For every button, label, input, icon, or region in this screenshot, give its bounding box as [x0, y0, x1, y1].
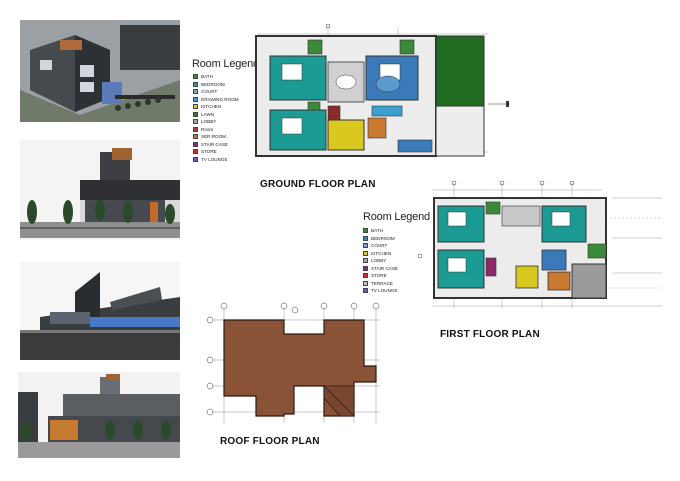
legend-item: STAIR CASE [363, 265, 398, 273]
ground-floor-plan [248, 22, 510, 162]
legend-swatch [193, 74, 198, 80]
legend-swatch [193, 81, 198, 87]
legend-swatch [193, 149, 198, 155]
legend-item: STAIR CASE [193, 141, 239, 149]
legend-swatch [363, 273, 368, 279]
legend-swatch [363, 250, 368, 256]
legend-item: STORE [193, 148, 239, 156]
ground-floor-legend-title: Room Legend [192, 58, 259, 70]
render-perspective-view [20, 262, 180, 360]
legend-label: KITCHEN [201, 104, 222, 109]
legend-swatch [363, 235, 368, 241]
legend-label: LAWN [201, 111, 215, 117]
legend-swatch [193, 119, 198, 125]
legend-label: LOBBY [201, 119, 217, 124]
ground-floor-caption: GROUND FLOOR PLAN [260, 179, 376, 190]
legend-swatch [193, 126, 198, 132]
render-street-view [18, 372, 180, 458]
legend-label: TERRACE [371, 280, 393, 286]
roof-floor-plan [200, 298, 390, 428]
legend-label: BEDROOM [201, 81, 225, 87]
legend-item: BATH [193, 73, 239, 81]
ground-floor-legend: BATH BEDROOM COURT DRAWING ROOM KITCHEN LAWN L… [193, 73, 239, 163]
legend-item: BATH [363, 227, 398, 235]
first-floor-caption: FIRST FLOOR PLAN [440, 329, 540, 340]
legend-item: STORE [363, 272, 398, 280]
legend-item: BEDROOM [363, 235, 398, 243]
legend-item: COURT [193, 88, 239, 96]
legend-swatch [193, 134, 198, 140]
legend-label: BATH [201, 74, 213, 79]
first-floor-plan [412, 178, 677, 316]
legend-swatch [363, 265, 368, 271]
legend-swatch [363, 228, 368, 234]
legend-label: BEDROOM [371, 235, 395, 241]
legend-swatch [193, 156, 198, 162]
legend-label: STORE [371, 273, 387, 278]
legend-swatch [363, 280, 368, 286]
legend-swatch [193, 96, 198, 102]
legend-item: KITCHEN [363, 250, 398, 258]
legend-label: KITCHEN [371, 250, 392, 256]
legend-swatch [363, 258, 368, 264]
legend-item: LOBBY [363, 257, 398, 265]
legend-label: LOBBY [371, 258, 387, 263]
legend-item: TV LOUNGE [363, 287, 398, 295]
legend-swatch [363, 243, 368, 249]
legend-label: STAIR CASE [201, 141, 228, 147]
render-front-view [20, 140, 180, 240]
legend-label: TV LOUNGE [201, 156, 228, 162]
legend-item: SER.ROOM [193, 133, 239, 141]
legend-swatch [193, 141, 198, 147]
legend-label: COURT [201, 89, 218, 94]
legend-swatch [363, 288, 368, 294]
legend-label: Room [201, 126, 214, 132]
legend-swatch [193, 111, 198, 117]
legend-swatch [193, 89, 198, 95]
legend-item: KITCHEN [193, 103, 239, 111]
legend-item: DRAWING ROOM [193, 96, 239, 104]
first-floor-legend-title: Room Legend [363, 211, 430, 223]
legend-label: BATH [371, 228, 383, 233]
legend-item: TERRACE [363, 280, 398, 288]
legend-item: BEDROOM [193, 81, 239, 89]
legend-item: LAWN [193, 111, 239, 119]
legend-label: COURT [371, 243, 388, 248]
legend-label: STORE [201, 149, 217, 154]
roof-floor-caption: ROOF FLOOR PLAN [220, 436, 320, 447]
legend-label: TV LOUNGE [371, 288, 398, 293]
first-floor-legend: BATH BEDROOM COURT KITCHEN LOBBY STAIR CASE ST… [363, 227, 398, 295]
legend-item: LOBBY [193, 118, 239, 126]
legend-label: STAIR CASE [371, 265, 398, 271]
legend-item: Room [193, 126, 239, 134]
legend-item: COURT [363, 242, 398, 250]
legend-label: SER.ROOM [201, 134, 227, 139]
legend-label: DRAWING ROOM [201, 96, 239, 102]
legend-item: TV LOUNGE [193, 156, 239, 164]
legend-swatch [193, 104, 198, 110]
render-aerial-view [20, 20, 180, 122]
